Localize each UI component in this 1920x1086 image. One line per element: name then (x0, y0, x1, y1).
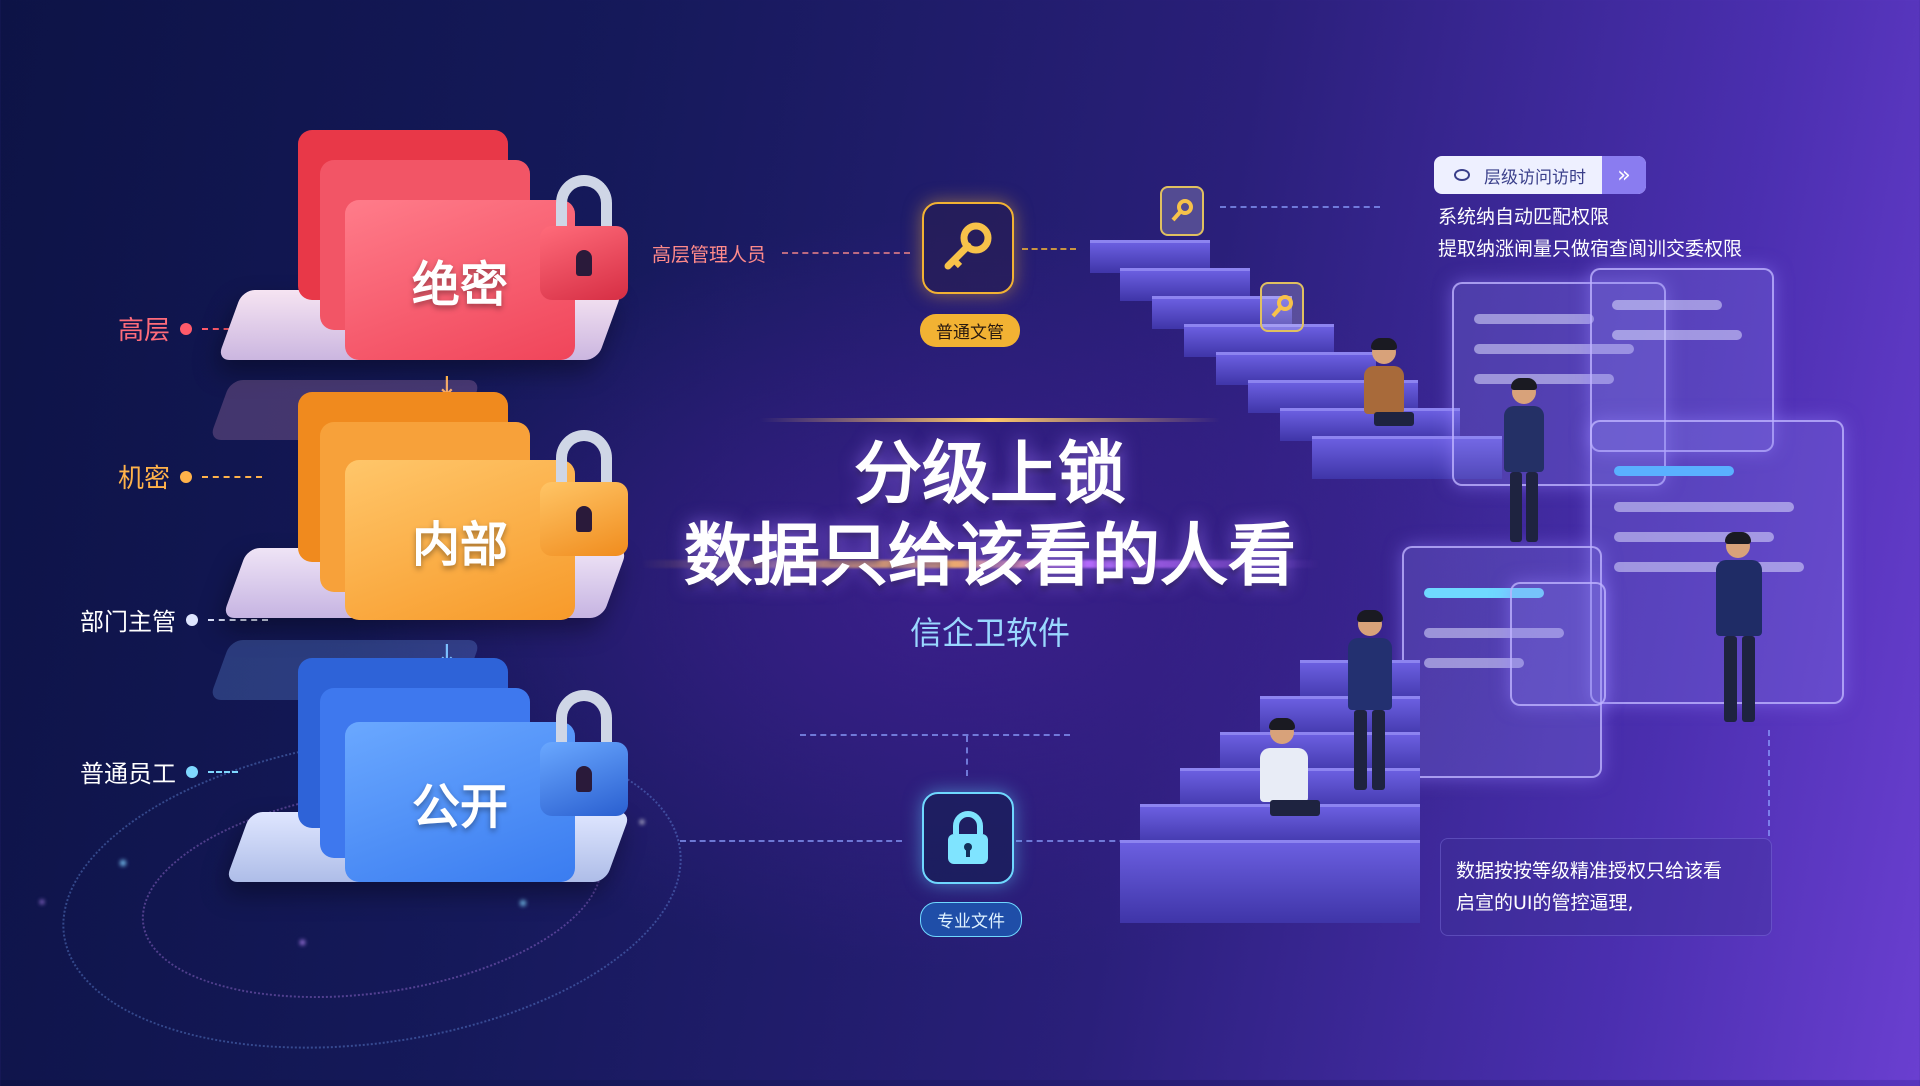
title-glow-top (760, 418, 1220, 422)
eye-icon (1454, 169, 1470, 181)
connector-lock-top (800, 734, 1070, 736)
title-glow (640, 560, 1320, 568)
lock-icon-orange-shackle (556, 430, 612, 492)
lock-icon-blue-shackle (556, 690, 612, 752)
folder-top-secret-label: 绝密 (411, 257, 508, 313)
folder-top-secret[interactable]: 绝密 (345, 200, 575, 360)
bottom-note-line2: 启宣的UI的管控逼理, (1456, 892, 1634, 914)
title-line2: 数据只给该看的人看 (683, 517, 1296, 596)
brand-name: 信企卫软件 (909, 614, 1070, 652)
ui-screen-4 (1402, 546, 1602, 778)
key-pill: 普通文管 (920, 314, 1020, 347)
stair-step (1120, 840, 1420, 923)
stair-step (1090, 240, 1210, 273)
particle (120, 860, 126, 866)
key-icon-box[interactable] (922, 202, 1014, 294)
connector-key (1022, 248, 1076, 250)
folder-internal[interactable]: 内部 (345, 460, 575, 620)
lock-icon-red (540, 226, 628, 300)
particle (640, 820, 644, 824)
connector-panel (1220, 206, 1380, 208)
connector-lock-left (680, 840, 902, 842)
stair-step (1220, 732, 1420, 775)
lock-icon (948, 811, 988, 864)
level-label-dept: 部门主管 (80, 602, 268, 637)
stair-step (1184, 324, 1334, 357)
key-icon-stair-2 (1260, 282, 1304, 332)
stair-step (1152, 296, 1292, 329)
panel-line1: 系统纳自动匹配权限 (1438, 206, 1610, 228)
connector-note (1768, 730, 1770, 836)
key-icon (944, 222, 992, 270)
particle (300, 940, 305, 945)
ui-screen-3 (1590, 420, 1844, 704)
folder-public-label: 公开 (411, 779, 508, 835)
bottom-note-card (1440, 838, 1772, 936)
role-senior: 高层管理人员 (652, 244, 767, 266)
particle (40, 900, 44, 904)
stair-step (1120, 268, 1250, 301)
folder-internal-label: 内部 (411, 517, 508, 573)
ui-screen-1 (1452, 282, 1666, 486)
person-seated-lower (1254, 718, 1324, 840)
ui-screen-5 (1510, 582, 1606, 706)
person-standing-right (1712, 532, 1766, 734)
panel-line2: 提取纳涨闸量只做宿查阆训交委权限 (1438, 238, 1743, 260)
level-label-secret: 机密 (118, 458, 263, 495)
connector-senior (782, 252, 910, 254)
title-line1: 分级上锁 (853, 435, 1126, 514)
person-standing-lower (1344, 610, 1396, 802)
lock-icon-orange (540, 482, 628, 556)
folder-public[interactable]: 公开 (345, 722, 575, 882)
connector-lock-up (966, 736, 968, 776)
connector-lock-right (1016, 840, 1136, 842)
lock-icon-red-shackle (556, 175, 612, 237)
person-seated-upper (1360, 338, 1420, 450)
person-standing-upper (1500, 378, 1550, 550)
level-label-staff: 普通员工 (80, 754, 238, 789)
access-tag-label: 层级访问访时 (1484, 167, 1586, 188)
bottom-note-line1: 数据按按等级精准授权只给该看 (1456, 860, 1723, 882)
lock-icon-box[interactable] (922, 792, 1014, 884)
particle (520, 900, 526, 906)
stair-step (1216, 352, 1376, 385)
key-icon-stair-1 (1160, 186, 1204, 236)
lock-pill: 专业文件 (920, 902, 1022, 937)
access-tag-arrow[interactable]: » (1602, 156, 1646, 194)
lock-icon-blue (540, 742, 628, 816)
stair-step (1312, 436, 1502, 479)
